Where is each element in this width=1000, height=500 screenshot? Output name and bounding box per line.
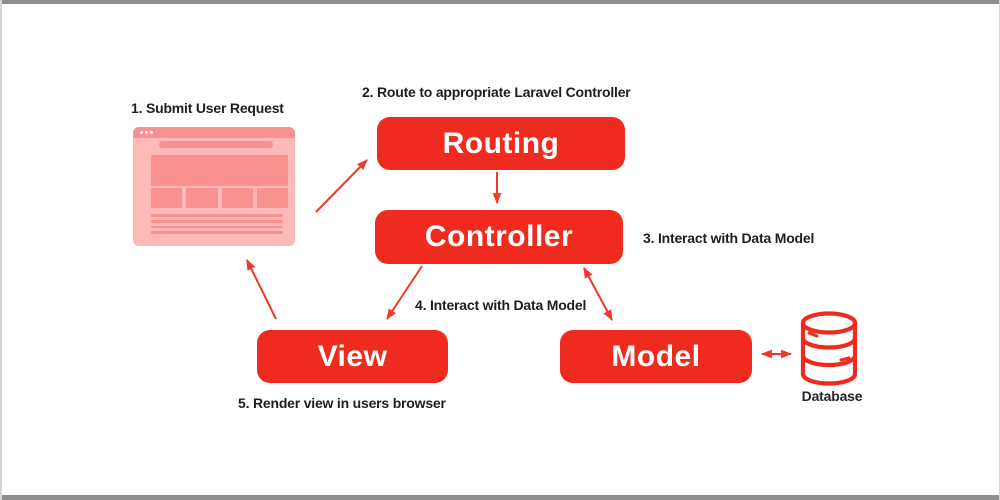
database-label: Database — [801, 388, 863, 404]
top-frame-bar — [0, 0, 1000, 4]
view-node: View — [257, 330, 448, 383]
step4-label: 4. Interact with Data Model — [415, 297, 587, 313]
arrow-view-to-browser — [246, 259, 277, 320]
browser-thumbnail — [256, 188, 288, 208]
bottom-frame-bar — [0, 495, 1000, 500]
browser-dot-icon — [145, 131, 148, 134]
browser-hero-block — [151, 155, 288, 186]
step3-label: 3. Interact with Data Model — [643, 230, 815, 246]
browser-thumbnail-row — [151, 188, 288, 208]
controller-node: Controller — [375, 210, 623, 264]
step1-label: 1. Submit User Request — [131, 100, 284, 116]
step2-label: 2. Route to appropriate Laravel Controll… — [362, 84, 631, 100]
browser-text-line — [151, 231, 283, 234]
browser-thumbnail — [151, 188, 183, 208]
model-node: Model — [560, 330, 752, 383]
browser-dot-icon — [150, 131, 153, 134]
arrow-browser-to-routing — [315, 159, 368, 213]
browser-dot-icon — [140, 131, 143, 134]
browser-window-icon — [133, 127, 295, 246]
step5-label: 5. Render view in users browser — [238, 395, 446, 411]
browser-titlebar — [133, 127, 295, 138]
database-cylinder-icon — [800, 311, 858, 386]
arrow-controller-model — [583, 267, 613, 321]
browser-text-line — [151, 225, 283, 228]
browser-thumbnail — [221, 188, 253, 208]
browser-addressbar — [159, 141, 273, 148]
browser-text-line — [151, 214, 283, 217]
browser-thumbnail — [186, 188, 218, 208]
left-frame-border — [0, 0, 2, 500]
browser-text-line — [151, 220, 283, 223]
routing-node: Routing — [377, 117, 625, 170]
